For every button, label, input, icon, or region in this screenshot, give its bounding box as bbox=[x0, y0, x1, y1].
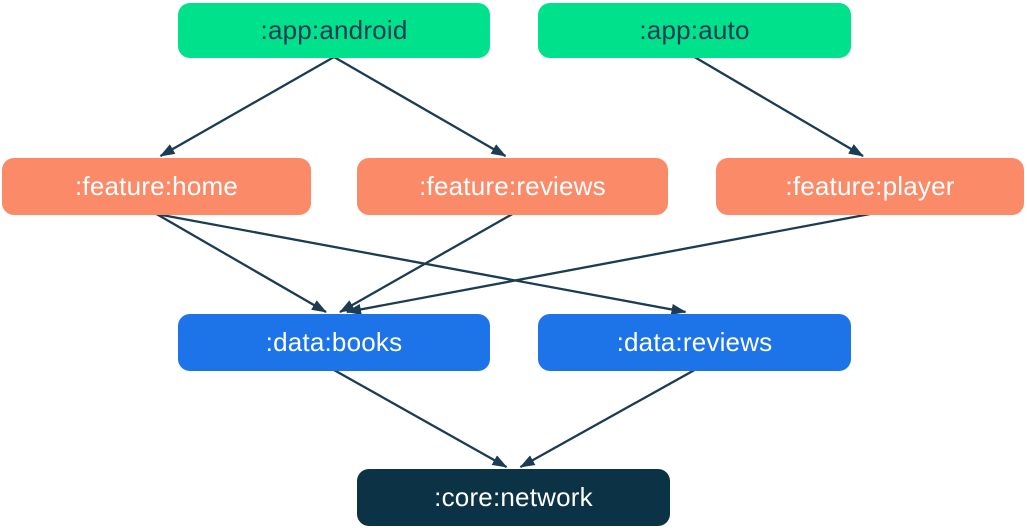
edge-feature-player-to-data-books bbox=[346, 212, 871, 315]
node-data-books: :data:books bbox=[178, 314, 490, 371]
node-feature-player: :feature:player bbox=[716, 158, 1024, 215]
node-app-auto: :app:auto bbox=[538, 3, 851, 58]
node-feature-home: :feature:home bbox=[2, 158, 311, 215]
node-feature-reviews: :feature:reviews bbox=[357, 158, 668, 215]
dependency-edges bbox=[155, 56, 871, 469]
edge-data-reviews-to-core-network bbox=[519, 368, 696, 469]
node-app-android: :app:android bbox=[178, 3, 490, 58]
edge-feature-home-to-data-books bbox=[155, 213, 327, 313]
edge-feature-reviews-to-data-books bbox=[339, 213, 514, 313]
edge-app-android-to-feature-home bbox=[159, 56, 335, 157]
edge-data-books-to-core-network bbox=[333, 368, 508, 469]
node-core-network: :core:network bbox=[357, 469, 670, 526]
node-data-reviews: :data:reviews bbox=[538, 314, 851, 371]
edge-app-auto-to-feature-player bbox=[693, 56, 864, 157]
edge-feature-home-to-data-reviews bbox=[156, 212, 687, 315]
edge-app-android-to-feature-reviews bbox=[333, 56, 507, 157]
